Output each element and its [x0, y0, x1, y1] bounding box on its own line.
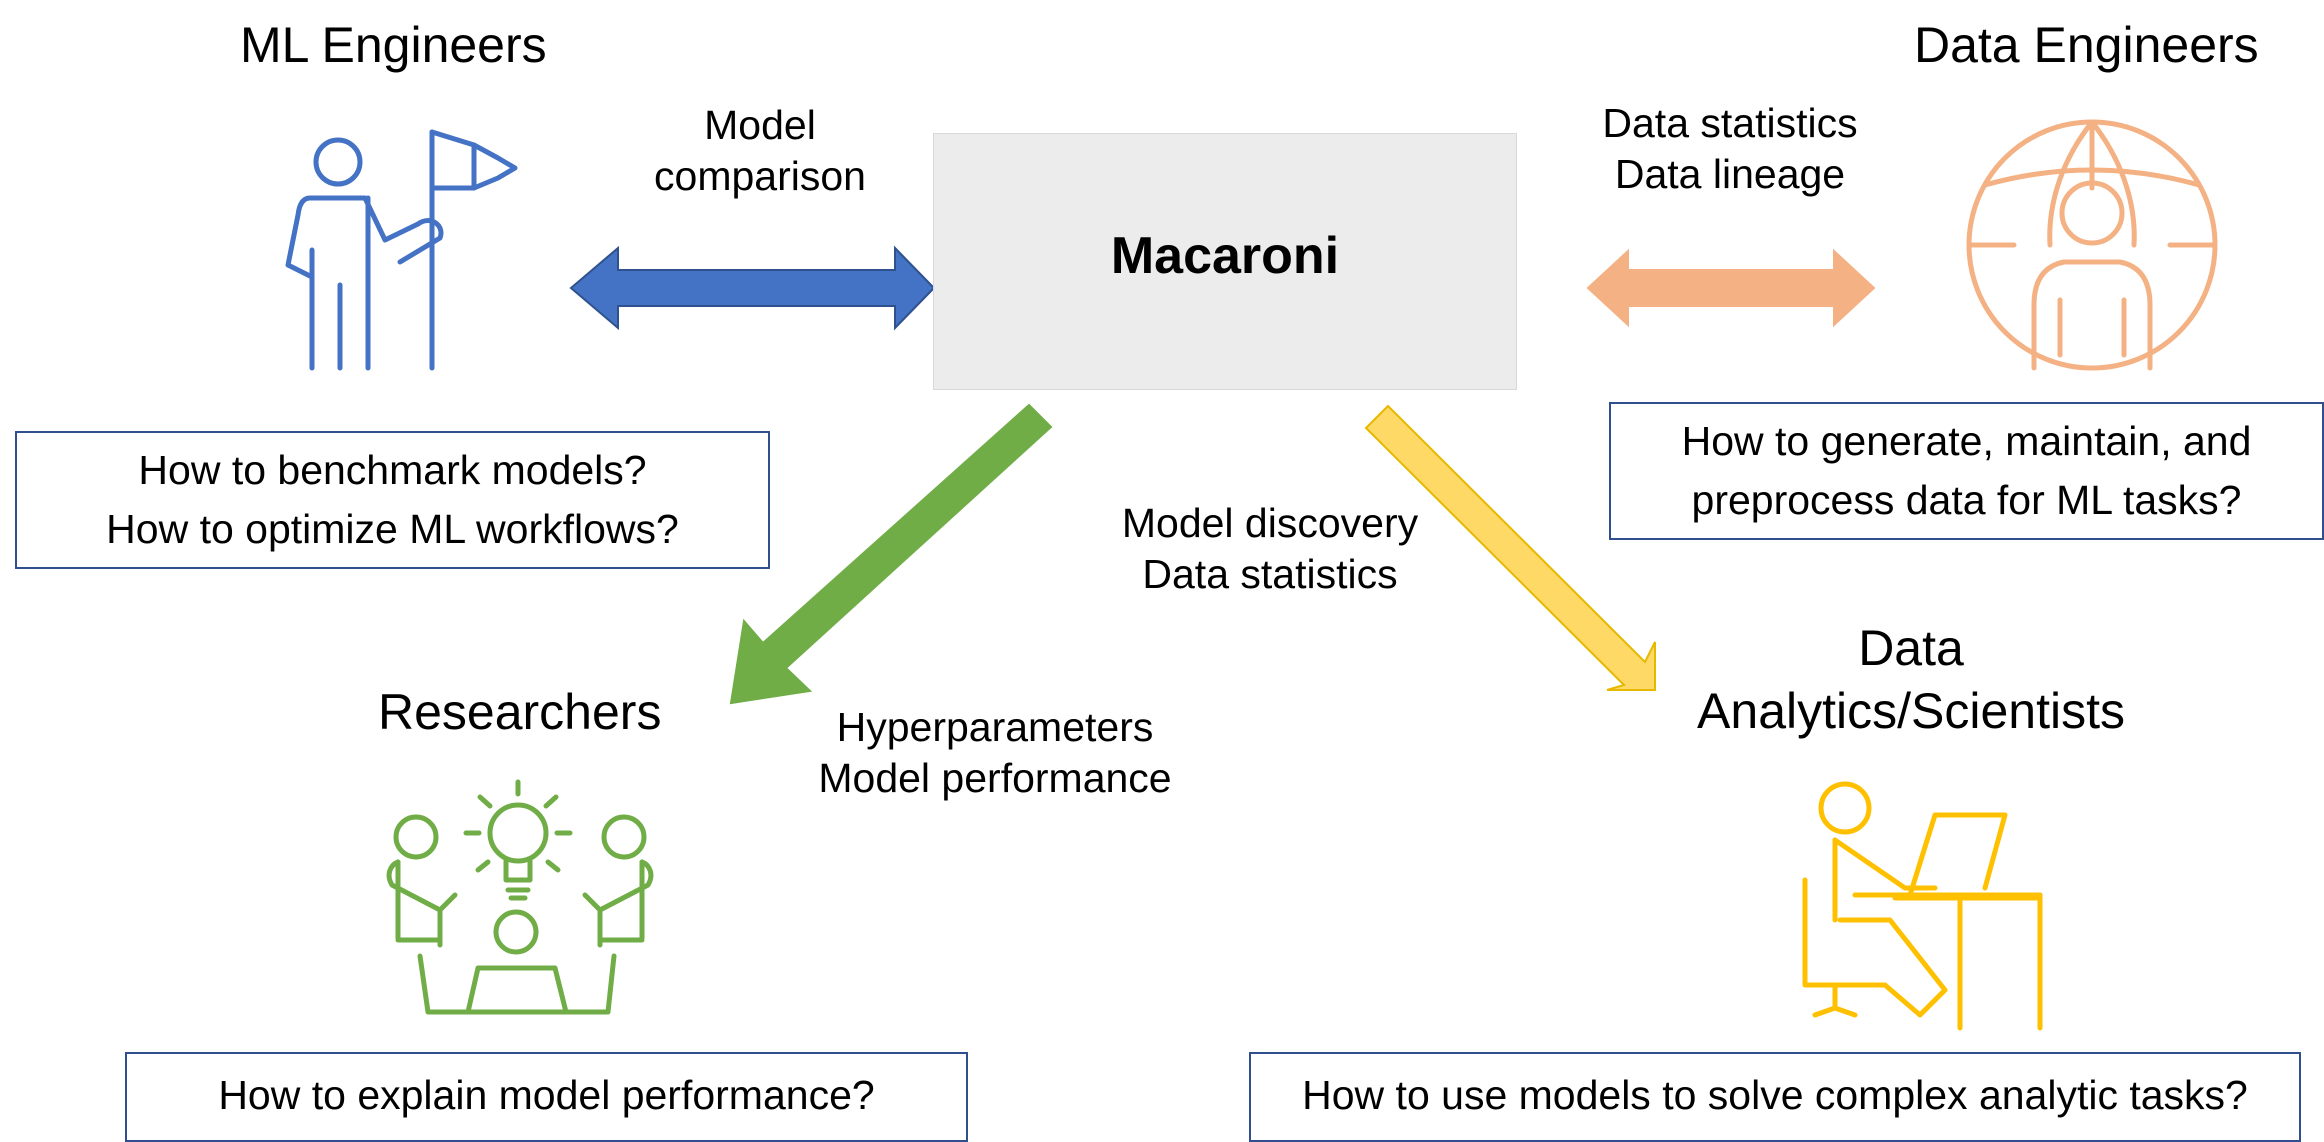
edge-label-line: Model [704, 102, 816, 148]
question-line: How to generate, maintain, and [1681, 418, 2252, 465]
data-engineers-title: Data Engineers [1914, 17, 2259, 73]
team-idea-icon [386, 779, 654, 1015]
person-at-computer-icon [1802, 781, 2043, 1031]
edge-label-line: Model discovery [1121, 500, 1419, 546]
question-line: preprocess data for ML tasks? [1691, 477, 2242, 523]
edge-label-line: Data statistics [1142, 551, 1398, 598]
data-scientists-title-line2: Analytics/Scientists [1697, 682, 2125, 739]
edge-label-line: comparison [654, 153, 866, 200]
person-with-flag-icon [285, 129, 518, 371]
data-engineers-questions: How to generate, maintain, and preproces… [1609, 402, 2324, 540]
question-line: How to use models to solve complex analy… [1302, 1072, 2248, 1118]
data-scientists-edge-label: Model discovery Data statistics [1090, 498, 1450, 601]
ml-engineers-title: ML Engineers [240, 17, 547, 73]
data-scientists-questions: How to use models to solve complex analy… [1249, 1052, 2301, 1142]
edge-label-line: Model performance [818, 755, 1172, 802]
edge-label-line: Hyperparameters [836, 704, 1154, 750]
data-engineers-double-arrow [1586, 248, 1876, 328]
data-scientists-arrow [1364, 404, 1656, 691]
ml-engineers-double-arrow [569, 245, 936, 331]
macaroni-hub: Macaroni [933, 133, 1517, 390]
ml-engineers-edge-label: Model comparison [640, 100, 880, 203]
data-engineers-edge-label: Data statistics Data lineage [1560, 98, 1900, 201]
globe-person-icon [1966, 119, 2218, 371]
researchers-title: Researchers [378, 684, 662, 740]
question-line: How to explain model performance? [218, 1072, 875, 1118]
researchers-arrow [729, 403, 1053, 705]
ml-engineers-questions: How to benchmark models? How to optimize… [15, 431, 770, 569]
data-scientists-title-line1: Data [1858, 620, 1964, 676]
edge-label-line: Data lineage [1614, 151, 1846, 198]
researchers-edge-label: Hyperparameters Model performance [780, 702, 1210, 805]
hub-label: Macaroni [1110, 226, 1340, 285]
researchers-questions: How to explain model performance? [125, 1052, 968, 1142]
question-line: How to benchmark models? [138, 447, 647, 494]
question-line: How to optimize ML workflows? [106, 506, 679, 552]
data-scientists-title: Data Analytics/Scientists [1681, 617, 2141, 742]
edge-label-line: Data statistics [1602, 100, 1858, 146]
